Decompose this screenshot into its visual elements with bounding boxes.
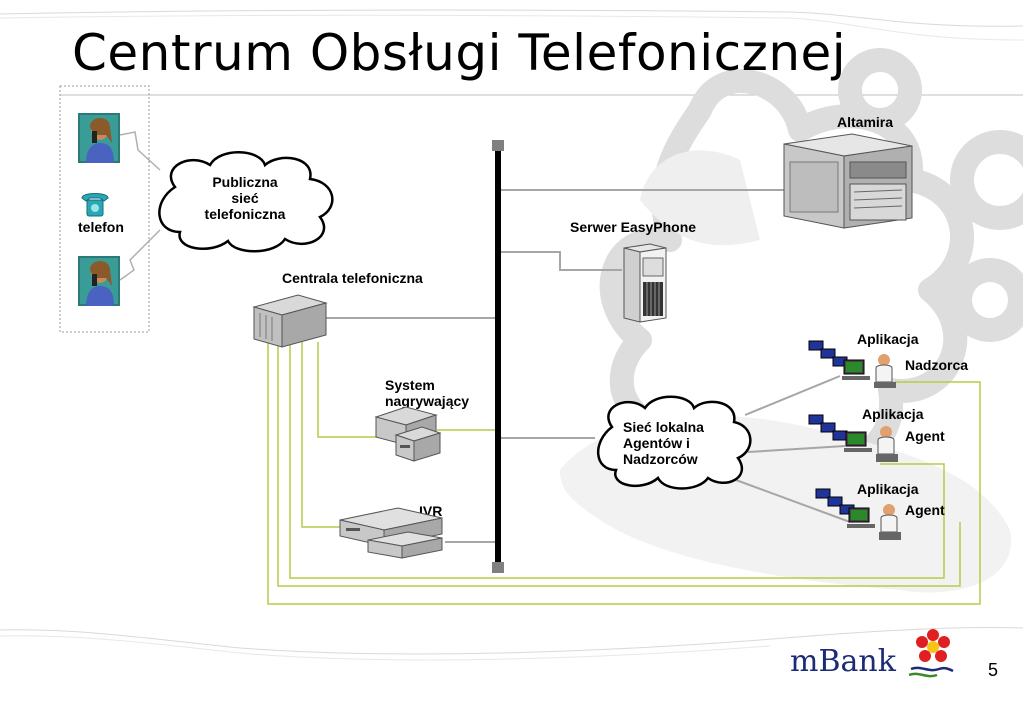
- app-label-1: Aplikacja: [857, 331, 919, 347]
- ivr-device-icon: [339, 507, 443, 559]
- lan-nadzorca-link: [744, 375, 841, 416]
- telefon-label: telefon: [78, 219, 124, 235]
- recorder-label: System nagrywający: [385, 377, 470, 409]
- phone-lines: [267, 342, 981, 605]
- recorder-device-icon: [374, 406, 442, 462]
- role-label-nadzorca: Nadzorca: [905, 357, 969, 373]
- server-label: Serwer EasyPhone: [570, 219, 697, 235]
- operator-workstation-icon: [844, 426, 898, 462]
- phone2-link: [119, 229, 161, 281]
- phone-user-icon: [78, 256, 120, 306]
- app-label-3: Aplikacja: [857, 481, 919, 497]
- phone-user-icon: [78, 113, 120, 163]
- pbx-device-icon: [252, 294, 328, 348]
- public-network-cloud: [158, 151, 334, 253]
- phone1-link: [119, 131, 161, 171]
- lan-agent1-link: [747, 445, 846, 453]
- lan-label: Sieć lokalna Agentów i Nadzorców: [623, 419, 704, 467]
- altamira-label: Altamira: [837, 114, 894, 130]
- pbx-label: Centrala telefoniczna: [282, 270, 423, 286]
- server-tower-icon: [623, 243, 667, 323]
- telephone-icon: [81, 193, 109, 217]
- mainframe-icon: [783, 133, 913, 229]
- public-network-label: Publiczna sieć telefoniczna: [204, 174, 286, 222]
- page-title: Centrum Obsługi Telefonicznej: [72, 24, 847, 82]
- lan-agent2-link: [724, 475, 851, 523]
- operator-workstation-icon: [842, 354, 896, 388]
- lan-cloud: [596, 395, 752, 490]
- app-label-2: Aplikacja: [862, 406, 924, 422]
- backbone-terminator-bottom: [492, 562, 504, 573]
- phone-group-box: [59, 85, 150, 333]
- brand-flower-icon: [908, 629, 954, 678]
- lan-backbone: [495, 150, 501, 568]
- backbone-terminator-top: [492, 140, 504, 151]
- role-label-agent-2: Agent: [905, 502, 945, 518]
- role-label-agent-1: Agent: [905, 428, 945, 444]
- brand-wordmark: mBank: [790, 644, 896, 679]
- operator-workstation-icon: [847, 504, 901, 540]
- page-number: 5: [988, 660, 999, 680]
- application-windows-icon: [808, 414, 848, 441]
- server-link: [498, 251, 622, 271]
